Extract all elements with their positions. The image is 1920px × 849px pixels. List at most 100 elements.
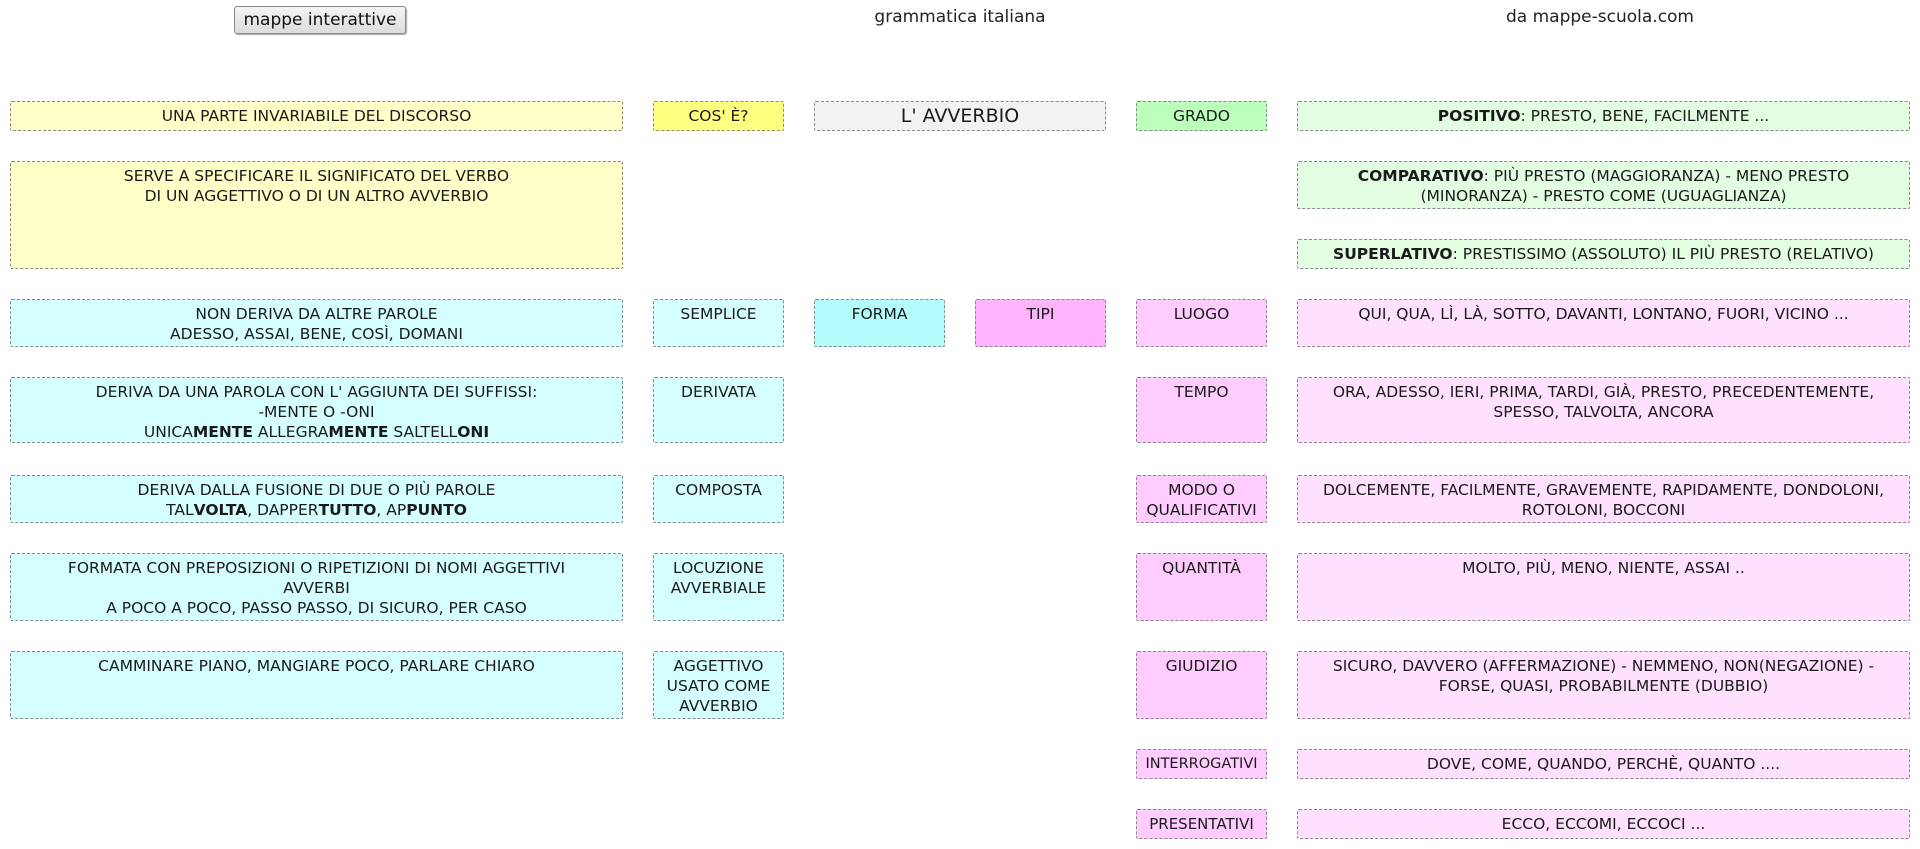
luogo-examples-box[interactable]: QUI, QUA, LÌ, LÀ, SOTTO, DAVANTI, LONTAN… bbox=[1297, 299, 1910, 347]
modo-label-line2: QUALIFICATIVI bbox=[1146, 501, 1257, 519]
forma-aggettivo-box[interactable]: CAMMINARE PIANO, MANGIARE POCO, PARLARE … bbox=[10, 651, 623, 719]
tempo-examples-line1: ORA, ADESSO, IERI, PRIMA, TARDI, GIÀ, PR… bbox=[1332, 383, 1875, 401]
composta-ex1-part: VOLTA bbox=[193, 501, 248, 519]
forma-derivata-examples: UNICAMENTE ALLEGRAMENTE SALTELLONI bbox=[15, 422, 618, 442]
interrogativi-examples-box[interactable]: DOVE, COME, QUANDO, PERCHÈ, QUANTO .... bbox=[1297, 749, 1910, 779]
grado-comparativo-line2: (MINORANZA) - PRESTO COME (UGUAGLIANZA) bbox=[1420, 187, 1787, 205]
derivata-ex1-suffix: MENTE bbox=[192, 423, 253, 441]
forma-label: FORMA bbox=[851, 305, 908, 323]
composta-ex3-stem: , AP bbox=[376, 501, 407, 519]
composta-ex1-stem: TAL bbox=[166, 501, 194, 519]
composta-node[interactable]: COMPOSTA bbox=[653, 475, 784, 523]
forma-locuzione-line3: A POCO A POCO, PASSO PASSO, DI SICURO, P… bbox=[106, 599, 527, 617]
forma-derivata-box[interactable]: DERIVA DA UNA PAROLA CON L' AGGIUNTA DEI… bbox=[10, 377, 623, 443]
definition-invariabile-box[interactable]: UNA PARTE INVARIABILE DEL DISCORSO bbox=[10, 101, 623, 131]
forma-semplice-line2: ADESSO, ASSAI, BENE, COSÌ, DOMANI bbox=[170, 325, 463, 343]
mappe-interattive-button[interactable]: mappe interattive bbox=[234, 6, 406, 34]
tipi-label: TIPI bbox=[1026, 305, 1055, 323]
derivata-ex3-stem: SALTELL bbox=[388, 423, 458, 441]
tempo-examples-box[interactable]: ORA, ADESSO, IERI, PRIMA, TARDI, GIÀ, PR… bbox=[1297, 377, 1910, 443]
grado-positivo-text: POSITIVO: PRESTO, BENE, FACILMENTE ... bbox=[1302, 106, 1905, 126]
modo-label-line1: MODO O bbox=[1168, 481, 1235, 499]
giudizio-examples-line2: FORSE, QUASI, PROBABILMENTE (DUBBIO) bbox=[1438, 677, 1769, 695]
modo-node[interactable]: MODO O QUALIFICATIVI bbox=[1136, 475, 1267, 523]
forma-composta-box[interactable]: DERIVA DALLA FUSIONE DI DUE O PIÙ PAROLE… bbox=[10, 475, 623, 523]
derivata-ex2-stem: ALLEGRA bbox=[252, 423, 329, 441]
modo-examples-box[interactable]: DOLCEMENTE, FACILMENTE, GRAVEMENTE, RAPI… bbox=[1297, 475, 1910, 523]
presentativi-examples-box[interactable]: ECCO, ECCOMI, ECCOCI ... bbox=[1297, 809, 1910, 839]
grado-label: GRADO bbox=[1173, 107, 1230, 125]
derivata-ex1-stem: UNICA bbox=[143, 423, 193, 441]
tempo-node[interactable]: TEMPO bbox=[1136, 377, 1267, 443]
giudizio-label: GIUDIZIO bbox=[1165, 657, 1238, 675]
definition-invariabile-text: UNA PARTE INVARIABILE DEL DISCORSO bbox=[161, 107, 472, 125]
aggettivo-label-line2: USATO COME bbox=[666, 677, 771, 695]
luogo-node[interactable]: LUOGO bbox=[1136, 299, 1267, 347]
interrogativi-examples-text: DOVE, COME, QUANDO, PERCHÈ, QUANTO .... bbox=[1426, 755, 1781, 773]
forma-semplice-line1: NON DERIVA DA ALTRE PAROLE bbox=[195, 305, 438, 323]
aggettivo-label-line1: AGGETTIVO bbox=[673, 657, 764, 675]
presentativi-examples-text: ECCO, ECCOMI, ECCOCI ... bbox=[1501, 815, 1706, 833]
cos-e-label: COS' È? bbox=[688, 107, 749, 125]
forma-derivata-line2: -MENTE O -ONI bbox=[258, 403, 375, 421]
definition-serve-line2: DI UN AGGETTIVO O DI UN ALTRO AVVERBIO bbox=[144, 187, 489, 205]
adverb-title-node[interactable]: L' AVVERBIO bbox=[814, 101, 1106, 131]
giudizio-node[interactable]: GIUDIZIO bbox=[1136, 651, 1267, 719]
forma-locuzione-line1: FORMATA CON PREPOSIZIONI O RIPETIZIONI D… bbox=[67, 559, 566, 577]
grado-superlativo-term: SUPERLATIVO bbox=[1333, 245, 1453, 263]
adverb-title-label: L' AVVERBIO bbox=[900, 105, 1020, 127]
forma-derivata-line1: DERIVA DA UNA PAROLA CON L' AGGIUNTA DEI… bbox=[95, 383, 538, 401]
giudizio-examples-line1: SICURO, DAVVERO (AFFERMAZIONE) - NEMMENO… bbox=[1332, 657, 1875, 675]
forma-aggettivo-line1: CAMMINARE PIANO, MANGIARE POCO, PARLARE … bbox=[98, 657, 535, 675]
grado-comparativo-box[interactable]: COMPARATIVO: PIÙ PRESTO (MAGGIORANZA) - … bbox=[1297, 161, 1910, 209]
derivata-ex2-suffix: MENTE bbox=[328, 423, 389, 441]
cos-e-node[interactable]: COS' È? bbox=[653, 101, 784, 131]
semplice-label: SEMPLICE bbox=[680, 305, 757, 323]
definition-serve-line1: SERVE A SPECIFICARE IL SIGNIFICATO DEL V… bbox=[123, 167, 510, 185]
forma-locuzione-line2: AVVERBI bbox=[283, 579, 350, 597]
composta-ex2-part: TUTTO bbox=[318, 501, 377, 519]
grado-comparativo-examples: : PIÙ PRESTO (MAGGIORANZA) - MENO PRESTO bbox=[1483, 167, 1850, 185]
grado-positivo-term: POSITIVO bbox=[1437, 107, 1521, 125]
definition-serve-box[interactable]: SERVE A SPECIFICARE IL SIGNIFICATO DEL V… bbox=[10, 161, 623, 269]
quantita-examples-box[interactable]: MOLTO, PIÙ, MENO, NIENTE, ASSAI .. bbox=[1297, 553, 1910, 621]
tempo-examples-line2: SPESSO, TALVOLTA, ANCORA bbox=[1493, 403, 1714, 421]
modo-examples-line2: ROTOLONI, BOCCONI bbox=[1521, 501, 1686, 519]
quantita-node[interactable]: QUANTITÀ bbox=[1136, 553, 1267, 621]
locuzione-label-line2: AVVERBIALE bbox=[670, 579, 767, 597]
quantita-examples-text: MOLTO, PIÙ, MENO, NIENTE, ASSAI .. bbox=[1462, 559, 1745, 577]
forma-semplice-box[interactable]: NON DERIVA DA ALTRE PAROLE ADESSO, ASSAI… bbox=[10, 299, 623, 347]
derivata-node[interactable]: DERIVATA bbox=[653, 377, 784, 443]
grado-node[interactable]: GRADO bbox=[1136, 101, 1267, 131]
giudizio-examples-box[interactable]: SICURO, DAVVERO (AFFERMAZIONE) - NEMMENO… bbox=[1297, 651, 1910, 719]
tipi-node[interactable]: TIPI bbox=[975, 299, 1106, 347]
modo-examples-line1: DOLCEMENTE, FACILMENTE, GRAVEMENTE, RAPI… bbox=[1322, 481, 1885, 499]
tempo-label: TEMPO bbox=[1174, 383, 1229, 401]
grado-superlativo-box[interactable]: SUPERLATIVO: PRESTISSIMO (ASSOLUTO) IL P… bbox=[1297, 239, 1910, 269]
forma-composta-examples: TALVOLTA, DAPPERTUTTO, APPUNTO bbox=[15, 500, 618, 520]
source-label: da mappe-scuola.com bbox=[1506, 7, 1694, 27]
forma-locuzione-box[interactable]: FORMATA CON PREPOSIZIONI O RIPETIZIONI D… bbox=[10, 553, 623, 621]
presentativi-node[interactable]: PRESENTATIVI bbox=[1136, 809, 1267, 839]
derivata-label: DERIVATA bbox=[681, 383, 756, 401]
derivata-ex3-suffix: ONI bbox=[457, 423, 490, 441]
aggettivo-label-line3: AVVERBIO bbox=[679, 697, 758, 715]
luogo-label: LUOGO bbox=[1173, 305, 1230, 323]
presentativi-label: PRESENTATIVI bbox=[1149, 815, 1254, 833]
forma-composta-line1: DERIVA DALLA FUSIONE DI DUE O PIÙ PAROLE bbox=[137, 481, 496, 499]
interrogativi-node[interactable]: INTERROGATIVI bbox=[1136, 749, 1267, 779]
semplice-node[interactable]: SEMPLICE bbox=[653, 299, 784, 347]
grado-positivo-examples: : PRESTO, BENE, FACILMENTE ... bbox=[1520, 107, 1770, 125]
aggettivo-node[interactable]: AGGETTIVO USATO COME AVVERBIO bbox=[653, 651, 784, 719]
grado-comparativo-term: COMPARATIVO bbox=[1357, 167, 1484, 185]
luogo-examples-text: QUI, QUA, LÌ, LÀ, SOTTO, DAVANTI, LONTAN… bbox=[1358, 305, 1849, 323]
grado-superlativo-text: SUPERLATIVO: PRESTISSIMO (ASSOLUTO) IL P… bbox=[1302, 244, 1905, 264]
grado-superlativo-examples: : PRESTISSIMO (ASSOLUTO) IL PIÙ PRESTO (… bbox=[1452, 245, 1874, 263]
interrogativi-label: INTERROGATIVI bbox=[1145, 756, 1258, 772]
composta-ex3-part: PUNTO bbox=[406, 501, 467, 519]
quantita-label: QUANTITÀ bbox=[1162, 559, 1241, 577]
grado-positivo-box[interactable]: POSITIVO: PRESTO, BENE, FACILMENTE ... bbox=[1297, 101, 1910, 131]
composta-label: COMPOSTA bbox=[675, 481, 762, 499]
forma-node[interactable]: FORMA bbox=[814, 299, 945, 347]
locuzione-node[interactable]: LOCUZIONE AVVERBIALE bbox=[653, 553, 784, 621]
